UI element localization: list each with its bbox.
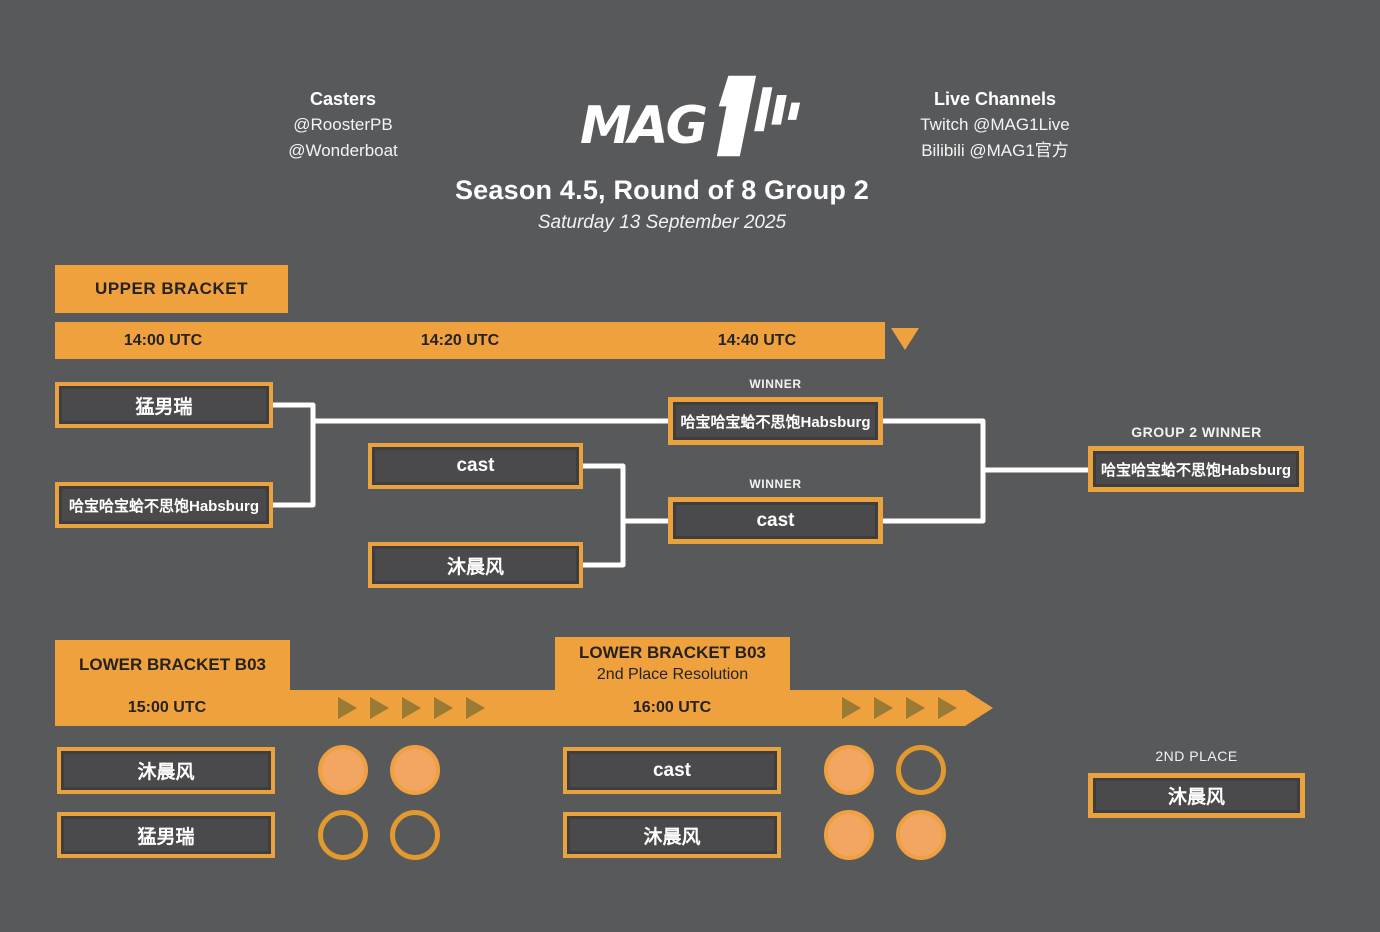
ub-semifinal-winner-1: 哈宝哈宝蛤不思饱Habsburg <box>668 397 883 445</box>
lower-bracket1-label: LOWER BRACKET B03 <box>55 640 290 690</box>
lower-bracket-timebar: 15:00 UTC 16:00 UTC <box>55 690 965 726</box>
group-winner-label: GROUP 2 WINNER <box>1131 424 1262 440</box>
event-date: Saturday 13 September 2025 <box>537 212 787 233</box>
live-channel-twitch: Twitch @MAG1Live <box>920 115 1070 134</box>
ub-match1-top-team: 猛男瑞 <box>55 382 273 428</box>
lb-match1-top-team: 沐晨风 <box>57 747 275 794</box>
caster-handle-1: @RoosterPB <box>293 115 393 134</box>
ub-match2-top-team: cast <box>368 443 583 489</box>
time-1440: 14:40 UTC <box>717 331 797 349</box>
score-circle <box>824 810 874 860</box>
arrow-right-icon <box>466 697 485 719</box>
arrow-right-icon <box>338 697 357 719</box>
group-winner-team: 哈宝哈宝蛤不思饱Habsburg <box>1088 446 1304 492</box>
caster-handle-2: @Wonderboat <box>288 141 398 160</box>
score-circle <box>390 745 440 795</box>
arrow-right-icon <box>402 697 421 719</box>
ub-semifinal-winner-2: cast <box>668 497 883 544</box>
score-circle <box>318 810 368 860</box>
lower-bracket2-title: LOWER BRACKET B03 <box>578 642 766 662</box>
page-title: Season 4.5, Round of 8 Group 2 <box>454 175 870 205</box>
score-circle <box>896 745 946 795</box>
upper-bracket-timebar: 14:00 UTC 14:20 UTC 14:40 UTC <box>55 322 885 359</box>
casters-title: Casters <box>309 89 377 109</box>
lb-match2-bottom-team: 沐晨风 <box>563 812 781 858</box>
casters-block: Casters @RoosterPB @Wonderboat <box>193 86 493 164</box>
ub-match1-bottom-team: 哈宝哈宝蛤不思饱Habsburg <box>55 482 273 528</box>
time-1600: 16:00 UTC <box>632 699 712 716</box>
time-1420: 14:20 UTC <box>420 331 500 349</box>
arrow-group-1 <box>338 697 485 719</box>
lb-match1-bottom-team: 猛男瑞 <box>57 812 275 858</box>
second-place-label: 2ND PLACE <box>1155 748 1238 764</box>
score-circle <box>390 810 440 860</box>
lower-bracket2-subtitle: 2nd Place Resolution <box>596 665 749 683</box>
svg-text:MAG: MAG <box>580 96 707 156</box>
mag1-logo: MAG <box>580 70 802 162</box>
arrow-right-icon <box>874 697 893 719</box>
live-channels-title: Live Channels <box>933 89 1057 109</box>
lower-bracket2-label: LOWER BRACKET B03 2nd Place Resolution <box>555 637 790 690</box>
arrow-right-icon <box>906 697 925 719</box>
live-channels-block: Live Channels Twitch @MAG1Live Bilibili … <box>845 86 1145 164</box>
bar-arrow-tip-icon <box>965 690 993 726</box>
winner-label-2: WINNER <box>749 477 802 491</box>
winner-label-1: WINNER <box>749 377 802 391</box>
arrow-right-icon <box>434 697 453 719</box>
time-1400: 14:00 UTC <box>123 331 203 349</box>
upper-bracket-label: UPPER BRACKET <box>55 265 288 313</box>
second-place-team: 沐晨风 <box>1088 773 1305 818</box>
arrow-group-2 <box>842 697 957 719</box>
arrow-right-icon <box>842 697 861 719</box>
arrow-right-icon <box>938 697 957 719</box>
time-1500: 15:00 UTC <box>127 699 207 716</box>
lb-match2-top-team: cast <box>563 747 781 794</box>
live-channel-bilibili: Bilibili @MAG1官方 <box>921 141 1069 160</box>
arrow-right-icon <box>370 697 389 719</box>
score-circle <box>318 745 368 795</box>
score-circle <box>824 745 874 795</box>
ub-match2-bottom-team: 沐晨风 <box>368 542 583 588</box>
triangle-down-icon <box>891 328 919 350</box>
mag1-logo-icon: MAG <box>580 75 801 157</box>
score-circle <box>896 810 946 860</box>
